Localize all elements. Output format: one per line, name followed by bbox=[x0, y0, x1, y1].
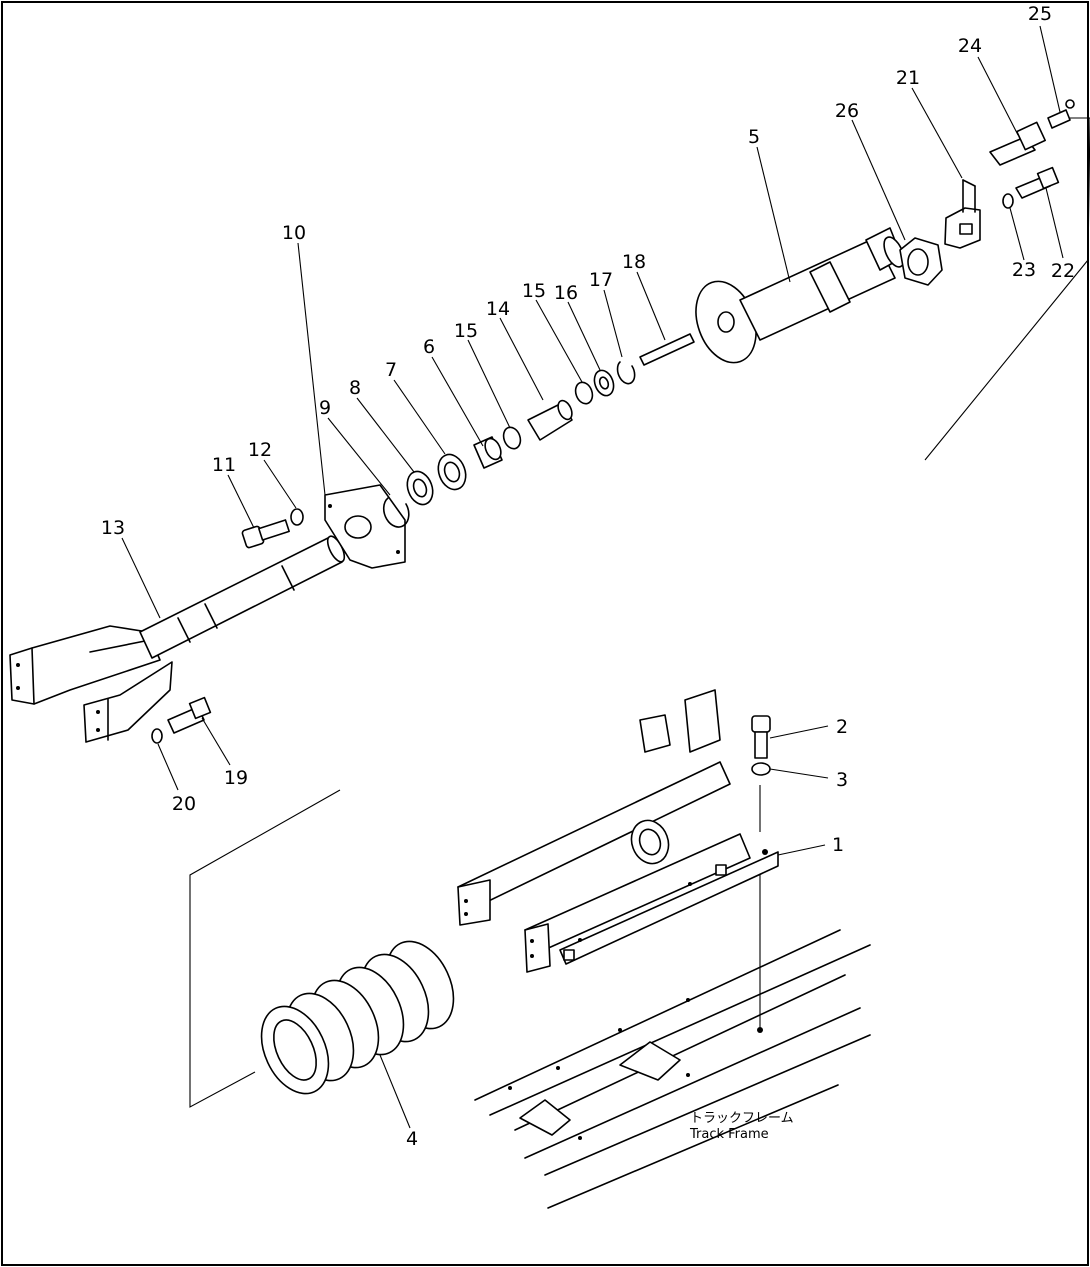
callout-10: 10 bbox=[282, 222, 306, 244]
part-21-bracket bbox=[944, 179, 981, 249]
part-25-grease-nipple bbox=[1047, 99, 1075, 129]
part-23-washer bbox=[1002, 193, 1014, 209]
callout-5: 5 bbox=[748, 126, 760, 148]
callout-8: 8 bbox=[349, 377, 361, 399]
part-4-recoil-spring bbox=[260, 940, 455, 1095]
assembly-guide-lines bbox=[189, 117, 1090, 1108]
callout-7: 7 bbox=[385, 359, 397, 381]
callout-4: 4 bbox=[406, 1128, 418, 1150]
part-6-bushing bbox=[473, 436, 503, 469]
part-8-bearing bbox=[406, 470, 434, 506]
part-3-washer bbox=[751, 762, 771, 776]
callout-20: 20 bbox=[172, 793, 196, 815]
part-19-bolt bbox=[167, 696, 212, 734]
callout-23: 23 bbox=[1012, 259, 1036, 281]
callout-6: 6 bbox=[423, 336, 435, 358]
callout-21: 21 bbox=[896, 67, 920, 89]
part-18-pin bbox=[639, 333, 695, 366]
part-22-bolt bbox=[1015, 166, 1060, 199]
track-frame-label-jp: トラックフレーム bbox=[690, 1111, 794, 1126]
callout-labels: 25 24 21 26 5 22 23 18 17 16 15 14 15 6 … bbox=[101, 3, 1075, 1150]
callout-25: 25 bbox=[1028, 3, 1052, 25]
callout-3: 3 bbox=[836, 769, 848, 791]
callout-15a: 15 bbox=[454, 320, 478, 342]
callout-2: 2 bbox=[836, 716, 848, 738]
part-11-bolt bbox=[241, 519, 290, 549]
part-15-seal-b bbox=[574, 381, 594, 405]
part-5-shaft bbox=[695, 227, 905, 364]
callout-17: 17 bbox=[589, 269, 613, 291]
part-13-yoke-shaft bbox=[9, 535, 346, 743]
part-2-bolt bbox=[751, 715, 771, 759]
callout-14: 14 bbox=[486, 298, 510, 320]
callout-26: 26 bbox=[835, 100, 859, 122]
part-26-nut bbox=[899, 237, 943, 286]
part-14-collar bbox=[527, 399, 573, 441]
part-12-washer bbox=[290, 508, 304, 526]
part-17-snap-ring bbox=[616, 361, 636, 385]
callout-11: 11 bbox=[212, 454, 236, 476]
leader-lines bbox=[121, 25, 1064, 1129]
part-9-snap-ring bbox=[382, 497, 410, 528]
part-16-ring bbox=[593, 369, 615, 397]
callout-16: 16 bbox=[554, 282, 578, 304]
callout-22: 22 bbox=[1051, 260, 1075, 282]
callout-12: 12 bbox=[248, 439, 272, 461]
part-10-plate bbox=[324, 484, 406, 569]
callout-18: 18 bbox=[622, 251, 646, 273]
callout-13: 13 bbox=[101, 517, 125, 539]
track-frame-label-en: Track Frame bbox=[689, 1127, 769, 1142]
part-1-guide-frame bbox=[457, 689, 779, 973]
part-20-washer bbox=[151, 728, 163, 744]
callout-9: 9 bbox=[319, 397, 331, 419]
callout-19: 19 bbox=[224, 767, 248, 789]
track-frame bbox=[474, 929, 871, 1209]
callout-15b: 15 bbox=[522, 280, 546, 302]
callout-24: 24 bbox=[958, 35, 982, 57]
part-24-fitting bbox=[989, 121, 1046, 166]
part-15-seal-a bbox=[502, 426, 522, 450]
callout-1: 1 bbox=[832, 834, 844, 856]
part-7-bearing bbox=[437, 453, 467, 491]
